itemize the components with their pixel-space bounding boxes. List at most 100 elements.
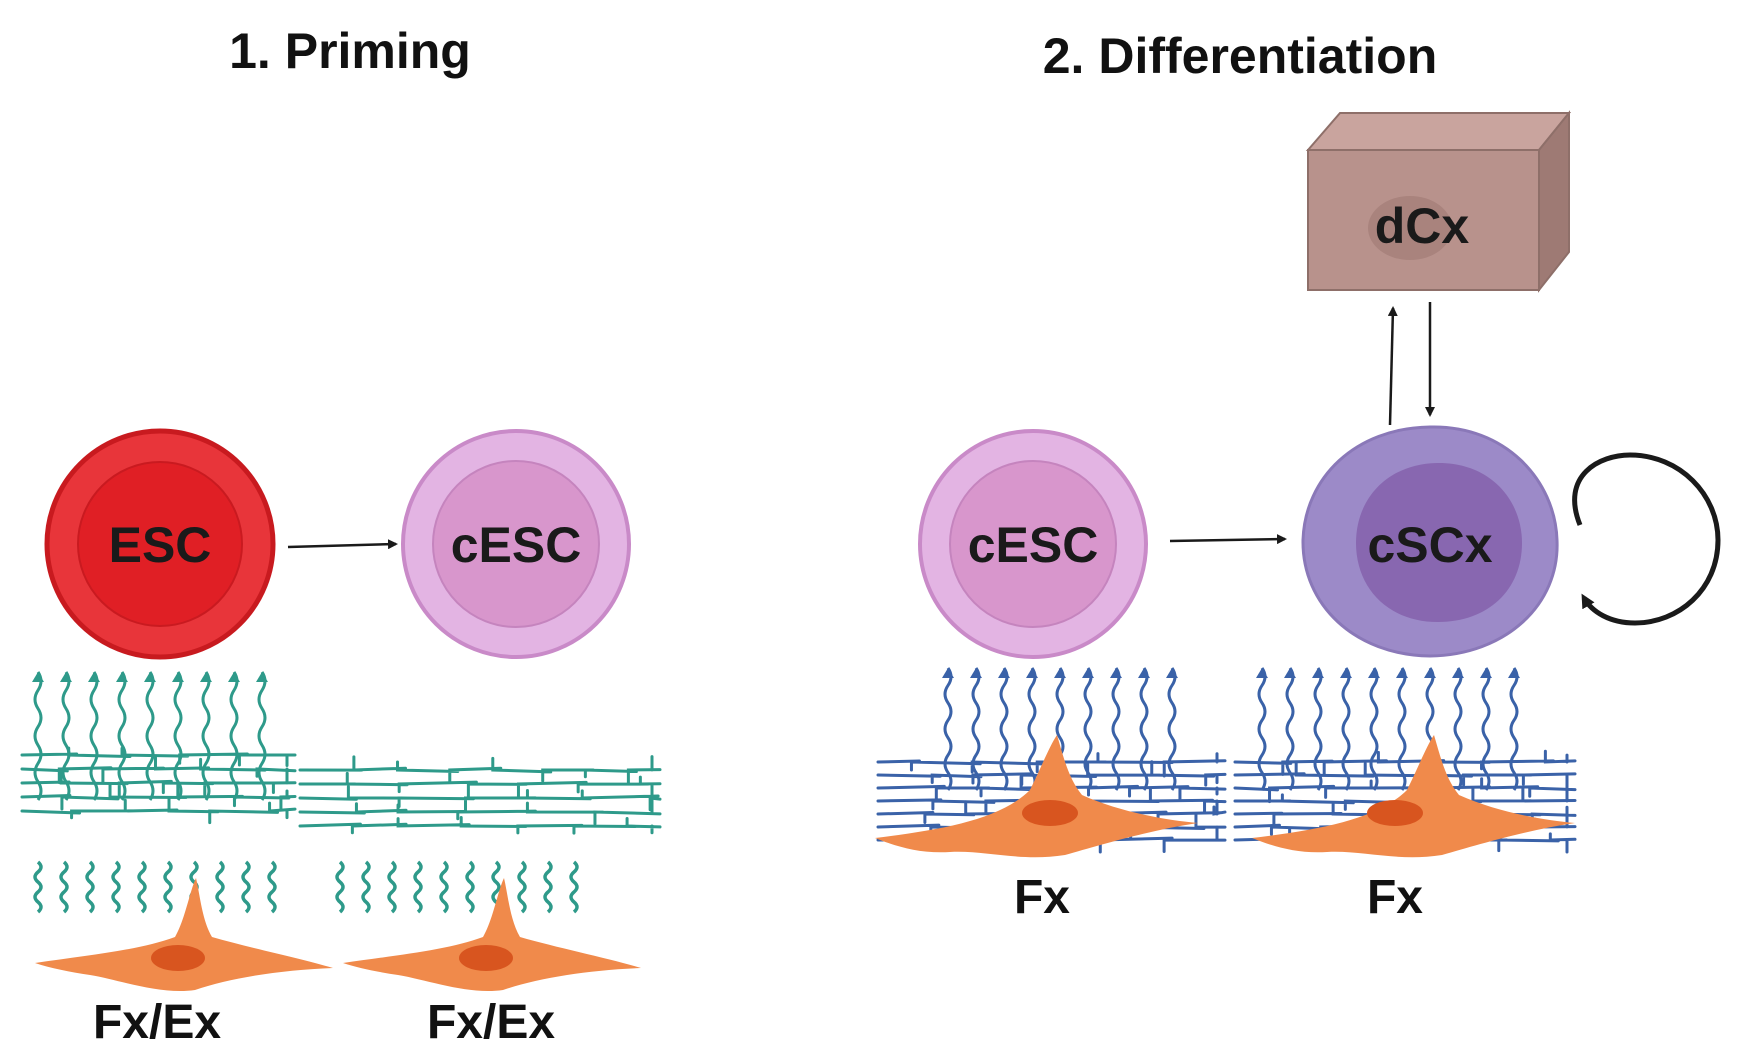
receptor-arrowhead bbox=[1340, 668, 1352, 678]
receptor-fiber bbox=[1369, 667, 1379, 791]
receptor-fiber bbox=[1509, 667, 1519, 791]
receptor-fiber bbox=[201, 671, 211, 801]
label-fx-ex-1: Fx/Ex bbox=[93, 996, 221, 1049]
fibroblast-1-nucleus bbox=[151, 945, 205, 971]
secreted-factor bbox=[241, 860, 251, 914]
cscx-cell: cSCx bbox=[1301, 425, 1559, 658]
matrix-fiber bbox=[298, 755, 662, 785]
receptor-arrowhead bbox=[256, 672, 268, 682]
receptor-arrowhead bbox=[116, 672, 128, 682]
receptor-arrowhead bbox=[998, 668, 1010, 678]
receptor-arrowhead bbox=[1312, 668, 1324, 678]
secreted-factor bbox=[215, 860, 225, 914]
receptor-arrowhead bbox=[1166, 668, 1178, 678]
secreted-factor bbox=[163, 860, 173, 914]
matrix-fiber bbox=[20, 746, 297, 767]
receptor-arrowhead bbox=[1026, 668, 1038, 678]
cesc-cell-1-nucleus bbox=[432, 460, 600, 628]
blue-receptor-arrows-right bbox=[1256, 667, 1520, 791]
receptor-fiber bbox=[971, 667, 981, 791]
teal-receptor-arrows bbox=[32, 671, 268, 801]
esc-cell: ESC bbox=[44, 428, 276, 660]
secreted-factor bbox=[111, 860, 121, 914]
cscx-cell-nucleus bbox=[1356, 462, 1522, 622]
cesc-cell-2: cESC bbox=[918, 429, 1148, 659]
receptor-fiber bbox=[117, 671, 127, 801]
secreted-factor bbox=[59, 860, 69, 914]
secreted-factor bbox=[137, 860, 147, 914]
receptor-fiber bbox=[229, 671, 239, 801]
cesc-cell-1: cESC bbox=[401, 429, 631, 659]
receptor-fiber bbox=[1167, 667, 1177, 791]
receptor-arrowhead bbox=[1138, 668, 1150, 678]
fibroblast-4 bbox=[1252, 735, 1575, 858]
dcx-label: dCx bbox=[1375, 198, 1470, 254]
receptor-arrowhead bbox=[1054, 668, 1066, 678]
receptor-fiber bbox=[1481, 667, 1491, 791]
esc-cell-nucleus bbox=[77, 461, 243, 627]
blue-receptor-arrows-left bbox=[942, 667, 1178, 791]
receptor-arrowhead bbox=[1284, 668, 1296, 678]
receptor-fiber bbox=[1257, 667, 1267, 791]
matrix-fiber bbox=[20, 771, 297, 797]
matrix-fiber bbox=[876, 760, 1227, 787]
secreted-factor bbox=[569, 860, 579, 914]
dcx-top-face bbox=[1305, 112, 1572, 151]
secreted-factor bbox=[439, 860, 449, 914]
receptor-fiber bbox=[1313, 667, 1323, 791]
matrix-fiber bbox=[298, 797, 662, 826]
receptor-fiber bbox=[1027, 667, 1037, 791]
secreted-factor bbox=[33, 860, 43, 914]
receptor-fiber bbox=[257, 671, 267, 801]
fibroblast-1 bbox=[35, 878, 333, 992]
cesc-1-label: cESC bbox=[451, 517, 582, 573]
fibroblast-4-nucleus bbox=[1367, 800, 1423, 826]
esc-label: ESC bbox=[109, 517, 212, 573]
teal-matrix-left bbox=[20, 746, 662, 835]
receptor-arrowhead bbox=[1480, 668, 1492, 678]
receptor-arrowhead bbox=[1452, 668, 1464, 678]
secreted-factor bbox=[413, 860, 423, 914]
receptor-fiber bbox=[1083, 667, 1093, 791]
secreted-factor bbox=[267, 860, 277, 914]
receptor-arrowhead bbox=[88, 672, 100, 682]
receptor-arrowhead bbox=[172, 672, 184, 682]
fibroblast-2 bbox=[343, 878, 641, 992]
receptor-arrowhead bbox=[200, 672, 212, 682]
dcx-cell: dCx bbox=[1305, 110, 1572, 293]
secreted-factor bbox=[361, 860, 371, 914]
matrix-fiber bbox=[20, 782, 297, 811]
panel2-title: 2. Differentiation bbox=[1043, 28, 1437, 84]
receptor-fiber bbox=[1397, 667, 1407, 791]
label-fx-2: Fx bbox=[1367, 871, 1423, 924]
receptor-arrowhead bbox=[970, 668, 982, 678]
teal-secreted-waves bbox=[33, 860, 579, 914]
receptor-fiber bbox=[61, 671, 71, 801]
receptor-arrowhead bbox=[144, 672, 156, 682]
dcx-nucleus bbox=[1368, 196, 1452, 260]
receptor-arrowhead bbox=[1110, 668, 1122, 678]
arrow-cesc-to-cscx bbox=[1169, 534, 1287, 545]
fibroblast-2-nucleus bbox=[459, 945, 513, 971]
receptor-arrowhead bbox=[32, 672, 44, 682]
matrix-fiber bbox=[298, 785, 662, 813]
cesc-cell-2-nucleus bbox=[949, 460, 1117, 628]
receptor-fiber bbox=[1111, 667, 1121, 791]
receptor-arrowhead bbox=[1256, 668, 1268, 678]
label-fx-1: Fx bbox=[1014, 871, 1070, 924]
arrow-cscx-to-dcx bbox=[1387, 306, 1398, 426]
cesc-2-label: cESC bbox=[968, 517, 1099, 573]
receptor-fiber bbox=[1453, 667, 1463, 791]
receptor-fiber bbox=[145, 671, 155, 801]
label-fx-ex-2: Fx/Ex bbox=[427, 996, 555, 1049]
secreted-factor bbox=[85, 860, 95, 914]
cscx-label: cSCx bbox=[1367, 517, 1492, 573]
fibroblast-3 bbox=[875, 735, 1198, 858]
self-renewal-arrow bbox=[1572, 452, 1721, 626]
receptor-fiber bbox=[1139, 667, 1149, 791]
receptor-arrowhead bbox=[1082, 668, 1094, 678]
receptor-fiber bbox=[943, 667, 953, 791]
receptor-fiber bbox=[33, 671, 43, 801]
